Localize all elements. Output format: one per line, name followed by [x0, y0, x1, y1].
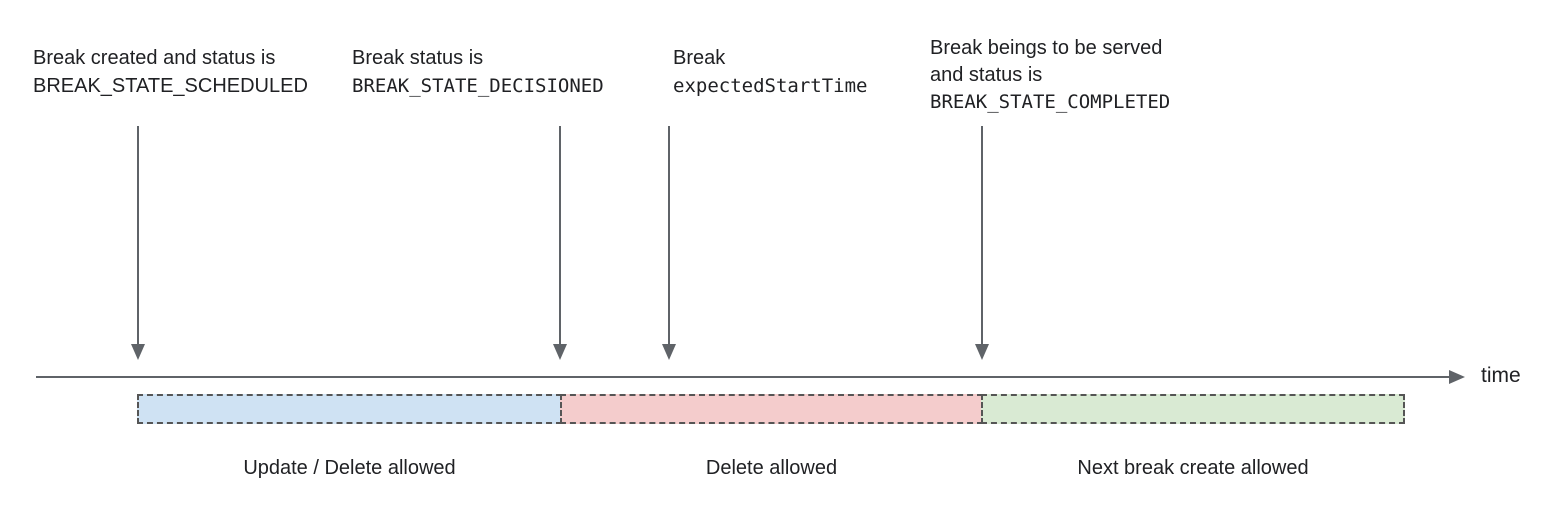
- down-arrow-icon: [662, 126, 676, 360]
- arrow-shaft: [668, 126, 670, 344]
- right-arrow-icon: [1449, 370, 1465, 384]
- segment-label: Delete allowed: [705, 457, 838, 479]
- annotation-break-scheduled: Break created and status is BREAK_STATE_…: [33, 44, 308, 100]
- segment-label: Next break create allowed: [1077, 457, 1309, 479]
- annotation-state-name: BREAK_STATE_COMPLETED: [930, 91, 1171, 113]
- arrow-head: [975, 344, 989, 360]
- annotation-text: Break status is: [352, 47, 484, 69]
- annotation-break-decisioned: Break status is BREAK_STATE_DECISIONED: [352, 44, 604, 100]
- arrow-shaft: [559, 126, 561, 344]
- annotation-state-name: BREAK_STATE_SCHEDULED: [33, 75, 308, 97]
- annotation-expected-start-time: Break expectedStartTime: [673, 44, 867, 100]
- down-arrow-icon: [975, 126, 989, 360]
- arrow-shaft: [137, 126, 139, 344]
- annotation-text: Break: [673, 47, 726, 69]
- annotation-text: Break created and status is: [33, 47, 276, 69]
- timeline-axis: [36, 376, 1451, 378]
- down-arrow-icon: [553, 126, 567, 360]
- arrow-head: [662, 344, 676, 360]
- timeline-axis-label: time: [1481, 364, 1521, 387]
- segment-next-break-create-allowed: [981, 394, 1405, 424]
- annotation-break-completed: Break beings to be served and status is …: [930, 35, 1170, 116]
- annotation-field-name: expectedStartTime: [673, 75, 868, 97]
- annotation-text: Break beings to be served: [930, 37, 1163, 59]
- annotation-state-name: BREAK_STATE_DECISIONED: [352, 75, 604, 97]
- arrow-head: [553, 344, 567, 360]
- segment-label: Update / Delete allowed: [243, 457, 456, 479]
- arrow-head: [131, 344, 145, 360]
- arrow-shaft: [981, 126, 983, 344]
- segment-update-delete-allowed: [137, 394, 562, 424]
- segment-delete-allowed: [560, 394, 983, 424]
- annotation-text: and status is: [930, 64, 1043, 86]
- down-arrow-icon: [131, 126, 145, 360]
